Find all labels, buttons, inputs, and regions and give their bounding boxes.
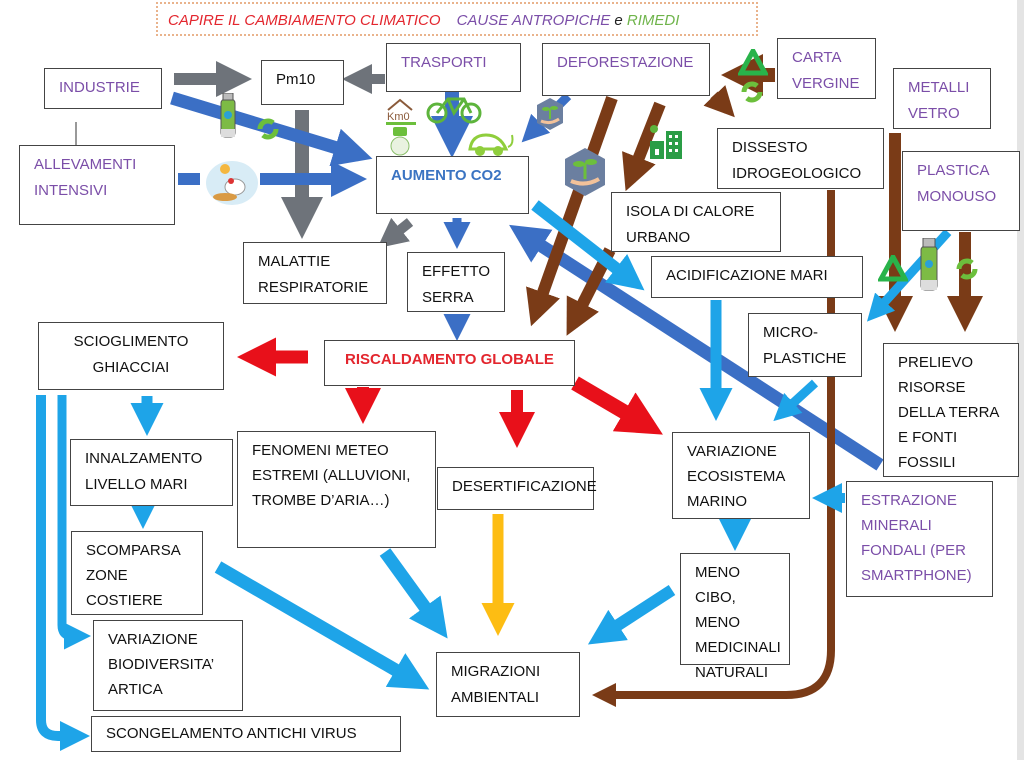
effect-scongelamento-virus: SCONGELAMENTO ANTICHI VIRUS xyxy=(91,716,401,752)
title-remedies: RIMEDI xyxy=(626,12,680,29)
arrow-scioglimento-biodiversita xyxy=(57,395,91,650)
cause-estrazione-minerali: ESTRAZIONE MINERALI FONDALI (PER SMARTPH… xyxy=(846,481,993,597)
arrow-dissesto-migrazioni xyxy=(592,190,835,707)
km0-icon: Km0 xyxy=(386,98,416,156)
arrow-deforestazione-dissesto xyxy=(703,85,735,118)
title-causes: CAUSE ANTROPICHE xyxy=(456,12,611,29)
effect-innalzamento-mari: INNALZAMENTO LIVELLO MARI xyxy=(70,439,233,506)
effect-dissesto-idrogeologico: DISSESTO IDROGEOLOGICO xyxy=(717,128,884,189)
effect-microplastiche: MICRO- PLASTICHE xyxy=(748,313,862,377)
cause-allevamenti: ALLEVAMENTI INTENSIVI xyxy=(19,145,175,225)
effect-variazione-ecosistema: VARIAZIONE ECOSISTEMA MARINO xyxy=(672,432,810,519)
renew-arrows-icon-3 xyxy=(956,258,978,280)
effect-scioglimento-ghiacciai: SCIOGLIMENTO GHIACCIAI xyxy=(38,322,224,390)
page-edge xyxy=(1017,0,1024,760)
recycle-icon xyxy=(738,49,768,76)
recycle-icon-2 xyxy=(878,255,908,282)
arrow-co2-malattie xyxy=(377,217,414,249)
effect-aumento-co2: AUMENTO CO2 xyxy=(376,156,529,214)
effect-pm10: Pm10 xyxy=(261,60,344,105)
effect-effetto-serra: EFFETTO SERRA xyxy=(407,252,505,312)
water-bottle-icon-2 xyxy=(920,238,938,291)
effect-migrazioni-ambientali: MIGRAZIONI AMBIENTALI xyxy=(436,652,580,717)
electric-car-icon xyxy=(468,133,514,156)
arrow-scomparsa-migrazioni xyxy=(214,561,430,690)
title-main: CAPIRE IL CAMBIAMENTO CLIMATICO xyxy=(168,12,441,29)
renew-arrows-icon xyxy=(257,118,279,140)
effect-meno-cibo: MENO CIBO, MENO MEDICINALI NATURALI xyxy=(680,553,790,681)
arrow-co2-acidificazione xyxy=(531,200,645,291)
water-bottle-icon xyxy=(220,93,236,138)
arrow-riscaldamento-ecosistema xyxy=(571,376,663,435)
effect-scomparsa-zone-costiere: SCOMPARSA ZONE COSTIERE xyxy=(71,531,203,615)
title-and: e xyxy=(614,12,623,29)
cause-deforestazione: DEFORESTAZIONE xyxy=(542,43,710,96)
effect-malattie-respiratorie: MALATTIE RESPIRATORIE xyxy=(243,242,387,304)
arrow-menocibo-migrazioni xyxy=(587,584,676,645)
green-building-icon xyxy=(650,125,682,159)
diagram-title: CAPIRE IL CAMBIAMENTO CLIMATICO CAUSE ANT… xyxy=(156,2,758,36)
renew-arrows-icon-2 xyxy=(741,81,763,103)
cause-metalli-vetro: METALLI VETRO xyxy=(893,68,991,129)
arrow-deforestazione-riscaldamento xyxy=(526,95,618,327)
arrow-scioglimento-scongelamento xyxy=(36,395,90,751)
arrow-fenomeni-migrazioni xyxy=(379,548,448,639)
bicycle-icon xyxy=(426,97,482,124)
cause-plastica-monouso: PLASTICA MONOUSO xyxy=(902,151,1020,231)
arrow-deforestazione-isola xyxy=(622,101,666,192)
effect-variazione-biodiversita: VARIAZIONE BIODIVERSITA’ ARTICA xyxy=(93,620,243,711)
arrow-prelievo-co2 xyxy=(509,224,884,471)
plant-in-hand-icon-2 xyxy=(565,148,605,196)
effect-isola-calore: ISOLA DI CALORE URBANO xyxy=(611,192,781,252)
cause-industrie: INDUSTRIE xyxy=(44,68,162,109)
effect-prelievo-risorse: PRELIEVO RISORSE DELLA TERRA E FONTI FOS… xyxy=(883,343,1019,477)
svg-text:Km0: Km0 xyxy=(387,111,410,123)
arrow-industrie-co2 xyxy=(170,91,373,167)
cause-trasporti: TRASPORTI xyxy=(386,43,521,92)
effect-desertificazione: DESERTIFICAZIONE xyxy=(437,467,597,510)
arrow-microplastiche-ecosistema xyxy=(773,379,819,422)
cause-carta-vergine: CARTA VERGINE xyxy=(777,38,876,99)
effect-acidificazione-mari: ACIDIFICAZIONE MARI xyxy=(651,256,863,298)
plant-in-hand-icon xyxy=(537,98,563,130)
free-range-chickens-icon xyxy=(206,161,258,205)
effect-fenomeni-meteo: FENOMENI METEO ESTREMI (ALLUVIONI, TROMB… xyxy=(237,431,436,548)
effect-riscaldamento-globale: RISCALDAMENTO GLOBALE xyxy=(324,340,575,386)
